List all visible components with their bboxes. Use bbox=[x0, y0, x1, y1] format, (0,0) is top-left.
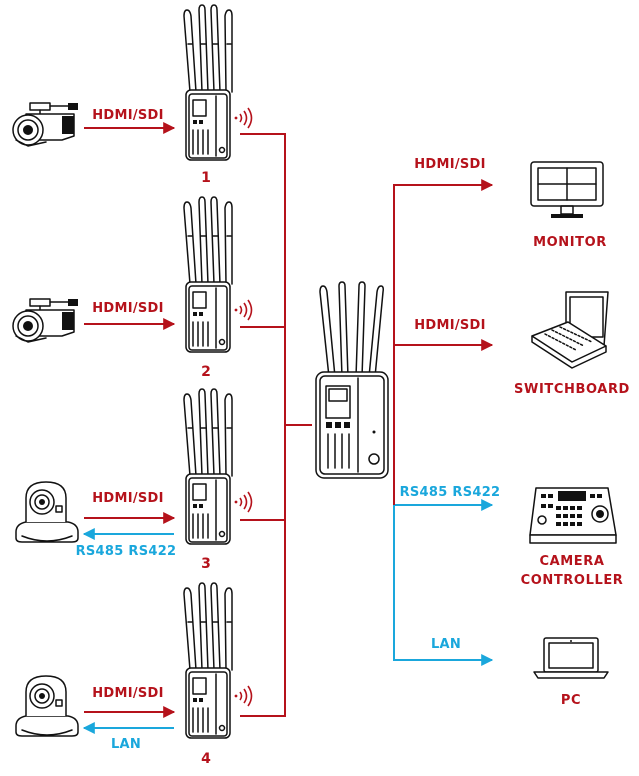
control-label: RS485 RS422 bbox=[76, 544, 177, 559]
transmitter-group-3: HDMI/SDI RS485 RS422 3 bbox=[15, 388, 253, 572]
ptz-camera-icon bbox=[15, 481, 79, 543]
wireless-signal-icon bbox=[233, 685, 253, 707]
transmitter-icon bbox=[183, 196, 233, 353]
monitor-link-arrow bbox=[393, 179, 494, 345]
transmitter-group-4: HDMI/SDI LAN 4 bbox=[15, 582, 253, 767]
switchboard-icon bbox=[531, 291, 609, 369]
wireless-signal-icon bbox=[233, 491, 253, 513]
camcorder-icon bbox=[12, 102, 79, 147]
transmitter-number: 1 bbox=[201, 170, 211, 186]
signal-label: HDMI/SDI bbox=[92, 301, 164, 316]
transmitter-number: 2 bbox=[201, 364, 211, 380]
wireless-signal-icon bbox=[233, 299, 253, 321]
pc-link-arrow bbox=[393, 505, 494, 666]
transmitter-icon bbox=[183, 388, 233, 545]
transmitter-number: 4 bbox=[201, 751, 211, 767]
wireless-signal-icon bbox=[233, 107, 253, 129]
camcorder-icon bbox=[12, 298, 79, 343]
output-link-label: LAN bbox=[431, 637, 461, 652]
transmitter-group-1: HDMI/SDI 1 bbox=[12, 4, 253, 186]
output-link-label: RS485 RS422 bbox=[400, 485, 501, 500]
output-link-label: HDMI/SDI bbox=[414, 157, 486, 172]
output-links bbox=[393, 179, 494, 666]
signal-label: HDMI/SDI bbox=[92, 108, 164, 123]
receiver-icon bbox=[315, 281, 389, 479]
monitor-label: MONITOR bbox=[533, 235, 607, 250]
transmitter-icon bbox=[183, 4, 233, 161]
monitor-icon bbox=[530, 161, 604, 218]
transmitter-icon bbox=[183, 582, 233, 739]
laptop-icon bbox=[533, 637, 609, 679]
signal-label: HDMI/SDI bbox=[92, 686, 164, 701]
camera-controller-icon bbox=[529, 487, 617, 544]
ptz-camera-icon bbox=[15, 675, 79, 737]
control-label: LAN bbox=[111, 737, 141, 752]
camera-controller-label-line2: CONTROLLER bbox=[521, 573, 624, 588]
pc-label: PC bbox=[561, 693, 581, 708]
signal-label: HDMI/SDI bbox=[92, 491, 164, 506]
transmitter-group-2: HDMI/SDI 2 bbox=[12, 196, 253, 380]
camera-controller-label-line1: CAMERA bbox=[539, 554, 604, 569]
transmitter-number: 3 bbox=[201, 556, 211, 572]
switchboard-label: SWITCHBOARD bbox=[514, 382, 630, 397]
transmitter-bus bbox=[240, 133, 312, 717]
output-link-label: HDMI/SDI bbox=[414, 318, 486, 333]
